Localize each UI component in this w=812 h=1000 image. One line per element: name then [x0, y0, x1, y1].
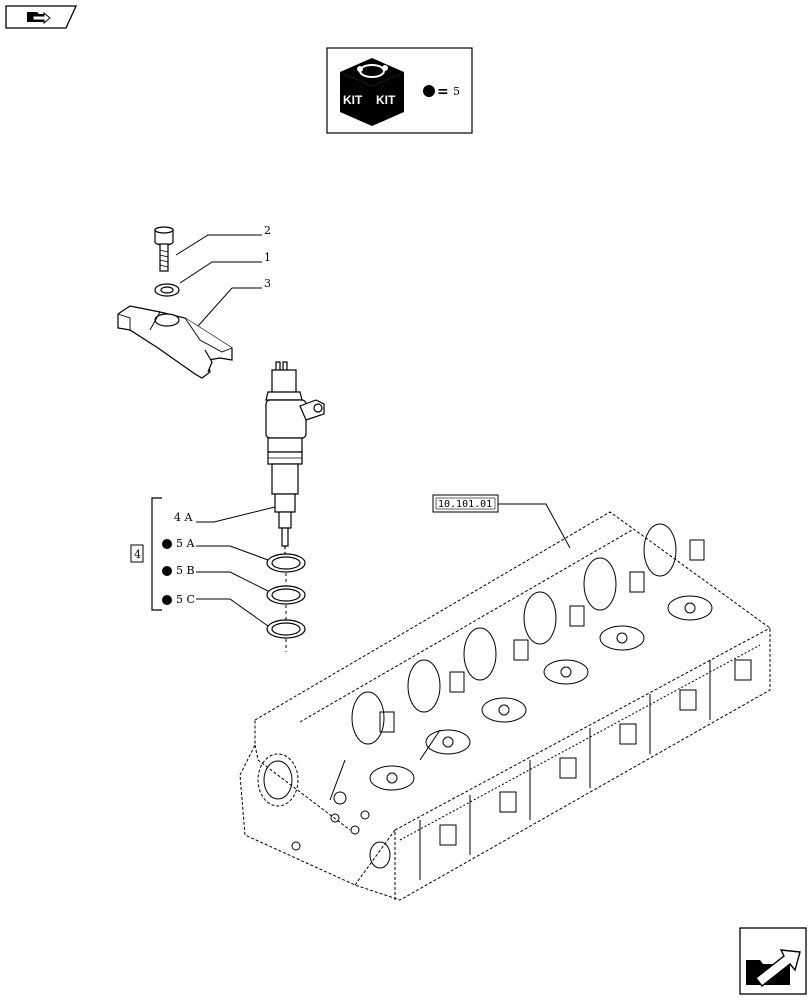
kit-bullet-icon	[162, 566, 172, 576]
callout-washer: 1	[264, 251, 271, 264]
kit-legend: KIT KIT = 5	[326, 47, 473, 134]
kit-bullet-icon	[162, 539, 172, 549]
kit-bullet-icon	[162, 595, 172, 605]
kit-bullet-icon	[423, 85, 435, 97]
callout-group: 4	[134, 548, 141, 561]
callout-o-ring-c: 5 C	[176, 593, 195, 606]
o-ring-a-part[interactable]	[266, 553, 306, 573]
bolt-part[interactable]	[154, 226, 174, 272]
cylinder-2	[407, 659, 517, 813]
kit-equals: =	[437, 84, 449, 100]
reference-leader	[498, 503, 571, 549]
cylinder-4	[523, 591, 637, 745]
group-bracket	[151, 497, 162, 611]
cylinder-6	[643, 523, 752, 681]
cylinder-3	[463, 627, 577, 779]
kit-label-left: KIT	[343, 93, 363, 107]
kit-label-right: KIT	[376, 93, 396, 107]
group-label-box	[130, 544, 144, 563]
cylinder-1	[329, 691, 457, 846]
reference-code: 10.101.01	[438, 499, 492, 510]
injector-part[interactable]	[265, 361, 325, 566]
prev-page-button[interactable]	[5, 5, 78, 29]
folder-arrow-icon	[27, 11, 51, 25]
folder-arrow-icon	[746, 949, 801, 987]
o-ring-b-part[interactable]	[266, 585, 306, 605]
kit-number: 5	[453, 85, 460, 98]
kit-box-icon: KIT KIT	[340, 58, 404, 126]
cylinder-5	[583, 557, 697, 711]
washer-part[interactable]	[154, 283, 180, 297]
cylinder-head-part[interactable]	[239, 511, 771, 901]
callout-clamp: 3	[264, 277, 271, 290]
upper-leaders	[175, 234, 262, 336]
o-ring-c-part[interactable]	[266, 619, 306, 639]
clamp-part[interactable]	[117, 305, 233, 379]
reference-box[interactable]: 10.101.01	[432, 494, 499, 513]
callout-o-ring-b: 5 B	[176, 564, 195, 577]
next-page-button[interactable]	[739, 927, 807, 995]
callout-bolt: 2	[264, 224, 271, 237]
callout-injector: 4 A	[174, 511, 193, 524]
callout-o-ring-a: 5 A	[176, 537, 195, 550]
lower-leaders	[196, 506, 276, 627]
